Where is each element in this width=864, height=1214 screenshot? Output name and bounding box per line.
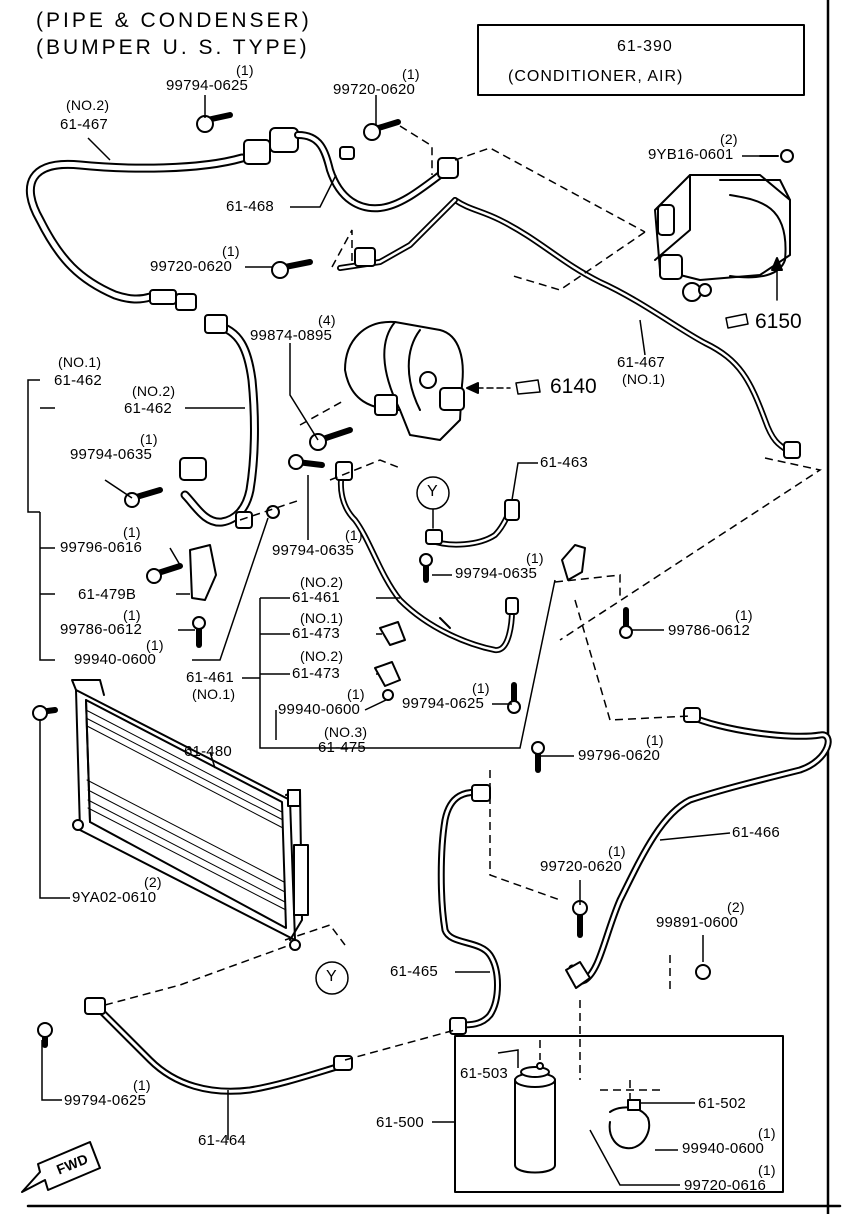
part-99794-0635[interactable]: 99794-0635	[272, 542, 355, 559]
compressor	[344, 320, 465, 441]
fwd-arrow	[21, 1141, 101, 1193]
bracket-61-479b	[189, 544, 217, 601]
qty: (1)	[758, 1162, 776, 1178]
ref-6140[interactable]: 6140	[550, 375, 597, 398]
ref-6150[interactable]: 6150	[755, 310, 802, 333]
part-61-467-no1[interactable]: 61-467	[617, 354, 665, 371]
part-61-480[interactable]: 61-480	[184, 743, 232, 760]
part-61-462-no1[interactable]: 61-462	[54, 372, 102, 389]
clip-61-473-no1	[379, 621, 406, 646]
part-99794-0635[interactable]: 99794-0635	[70, 446, 153, 463]
part-note: (NO.2)	[300, 574, 344, 590]
ref-box-name: (CONDITIONER, AIR)	[508, 68, 684, 85]
part-9ya02-0610[interactable]: 9YA02-0610	[72, 889, 157, 906]
qty: (4)	[318, 312, 336, 328]
bracket-61-502	[608, 1106, 651, 1150]
callout-y-label-bottom: Y	[326, 968, 337, 985]
qty: (1)	[526, 550, 544, 566]
page-title-line2: (BUMPER U. S. TYPE)	[36, 36, 310, 59]
part-61-465[interactable]: 61-465	[390, 963, 438, 980]
part-99874-0895[interactable]: 99874-0895	[250, 327, 333, 344]
part-99891-0600[interactable]: 99891-0600	[656, 914, 739, 931]
clip-61-473-no2	[374, 661, 401, 687]
qty: (1)	[347, 686, 365, 702]
part-99796-0616[interactable]: 99796-0616	[60, 539, 143, 556]
part-99940-0600[interactable]: 99940-0600	[682, 1140, 765, 1157]
pipe-61-467-no2	[26, 153, 247, 304]
part-99940-0600[interactable]: 99940-0600	[74, 651, 157, 668]
fitting	[243, 139, 271, 165]
qty: (2)	[720, 131, 738, 147]
part-99794-0625[interactable]: 99794-0625	[166, 77, 249, 94]
part-99794-0635[interactable]: 99794-0635	[455, 565, 538, 582]
part-99796-0620[interactable]: 99796-0620	[578, 747, 661, 764]
qty: (1)	[345, 527, 363, 543]
part-99786-0612[interactable]: 99786-0612	[668, 622, 751, 639]
part-note: (NO.3)	[324, 724, 368, 740]
qty: (2)	[727, 899, 745, 915]
page-title-line1: (PIPE & CONDENSER)	[36, 9, 312, 32]
receiver-drier	[514, 1062, 556, 1174]
qty: (1)	[146, 637, 164, 653]
qty: (1)	[472, 680, 490, 696]
qty: (1)	[123, 524, 141, 540]
qty: (1)	[608, 843, 626, 859]
qty: (2)	[144, 874, 162, 890]
fitting	[149, 289, 177, 305]
callout-y-bottom	[315, 961, 349, 995]
part-99720-0616[interactable]: 99720-0616	[684, 1177, 767, 1194]
part-99720-0620[interactable]: 99720-0620	[150, 258, 233, 275]
condenser-61-480	[71, 679, 309, 951]
part-61-503[interactable]: 61-503	[460, 1065, 508, 1082]
part-99720-0620[interactable]: 99720-0620	[540, 858, 623, 875]
qty: (1)	[222, 243, 240, 259]
qty: (1)	[646, 732, 664, 748]
qty: (1)	[236, 62, 254, 78]
part-61-479b[interactable]: 61-479B	[78, 586, 137, 603]
part-99940-0600[interactable]: 99940-0600	[278, 701, 361, 718]
pipe-61-465	[437, 788, 501, 1029]
part-note: (NO.1)	[192, 686, 236, 702]
part-61-467-no2[interactable]: 61-467	[60, 116, 108, 133]
part-61-502[interactable]: 61-502	[698, 1095, 746, 1112]
callout-y-label-top: Y	[427, 483, 438, 500]
bracket-61-475	[561, 544, 586, 581]
qty: (1)	[140, 431, 158, 447]
part-61-462-no2[interactable]: 61-462	[124, 400, 172, 417]
part-99720-0620[interactable]: 99720-0620	[333, 81, 416, 98]
evaporator-unit	[654, 174, 791, 302]
part-note: (NO.1)	[622, 371, 666, 387]
part-61-473-no1[interactable]: 61-473	[292, 625, 340, 642]
ref-box-code[interactable]: 61-390	[617, 38, 673, 55]
qty: (1)	[402, 66, 420, 82]
part-61-466[interactable]: 61-466	[732, 824, 780, 841]
part-note: (NO.2)	[66, 97, 110, 113]
part-99794-0625[interactable]: 99794-0625	[402, 695, 485, 712]
part-61-475[interactable]: 61-475	[318, 739, 366, 756]
part-note: (NO.2)	[132, 383, 176, 399]
qty: (1)	[735, 607, 753, 623]
part-note: (NO.1)	[58, 354, 102, 370]
part-61-461-no1[interactable]: 61-461	[186, 669, 234, 686]
part-61-473-no2[interactable]: 61-473	[292, 665, 340, 682]
part-61-468[interactable]: 61-468	[226, 198, 274, 215]
qty: (1)	[123, 607, 141, 623]
part-99786-0612[interactable]: 99786-0612	[60, 621, 143, 638]
qty: (1)	[133, 1077, 151, 1093]
qty: (1)	[758, 1125, 776, 1141]
part-61-500[interactable]: 61-500	[376, 1114, 424, 1131]
ref-box-61-390	[477, 24, 805, 96]
part-61-463[interactable]: 61-463	[540, 454, 588, 471]
part-note: (NO.2)	[300, 648, 344, 664]
part-9yb16-0601[interactable]: 9YB16-0601	[648, 146, 734, 163]
part-61-464[interactable]: 61-464	[198, 1132, 246, 1149]
part-61-461-no2[interactable]: 61-461	[292, 589, 340, 606]
part-note: (NO.1)	[300, 610, 344, 626]
part-99794-0625[interactable]: 99794-0625	[64, 1092, 147, 1109]
